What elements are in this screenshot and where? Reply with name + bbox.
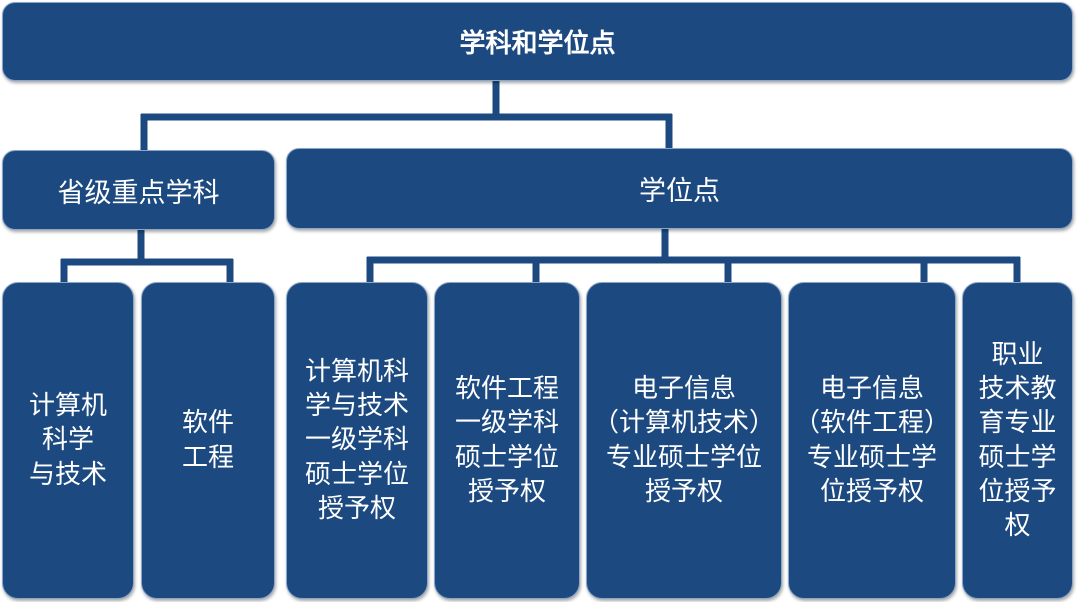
leaf-label: 计算机 科学 与技术 xyxy=(28,391,107,490)
leaf-cs-masters: 计算机科 学与技术 一级学科 硕士学位 授予权 xyxy=(286,282,428,599)
leaf-computer-science: 计算机 科学 与技术 xyxy=(2,282,134,599)
leaf-label: 电子信息 （计算机技术） 专业硕士学位 授予权 xyxy=(592,373,775,507)
leaf-se-masters: 软件工程 一级学科 硕士学位 授予权 xyxy=(434,282,580,599)
leaf-ei-computer-tech: 电子信息 （计算机技术） 专业硕士学位 授予权 xyxy=(586,282,782,599)
degree-points-label: 学位点 xyxy=(639,176,720,207)
provincial-label: 省级重点学科 xyxy=(57,177,220,209)
leaf-vocational-education: 职业 技术教 育专业 硕士学 位授予 权 xyxy=(962,282,1073,599)
provincial-key-disciplines-node: 省级重点学科 xyxy=(2,150,275,230)
degree-points-node: 学位点 xyxy=(286,148,1073,229)
leaf-label: 软件 工程 xyxy=(181,408,234,473)
leaf-label: 职业 技术教 育专业 硕士学 位授予 权 xyxy=(978,339,1057,542)
leaf-ei-software-eng: 电子信息 （软件工程） 专业硕士学 位授予权 xyxy=(788,282,956,599)
leaf-label: 计算机科 学与技术 一级学科 硕士学位 授予权 xyxy=(304,356,409,524)
root-node: 学科和学位点 xyxy=(2,2,1073,81)
leaf-label: 软件工程 一级学科 硕士学位 授予权 xyxy=(454,373,559,507)
root-label: 学科和学位点 xyxy=(459,29,616,59)
leaf-software-engineering: 软件 工程 xyxy=(141,282,275,599)
leaf-label: 电子信息 （软件工程） 专业硕士学 位授予权 xyxy=(793,373,950,507)
